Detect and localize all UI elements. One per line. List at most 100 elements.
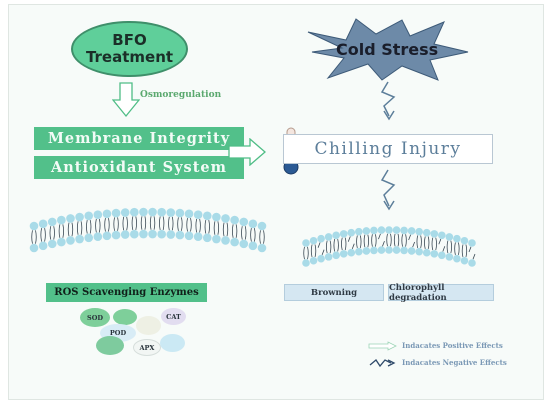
phospholipid [257,221,267,253]
phospholipid [422,228,431,257]
lipid-head [302,259,310,267]
lipid-head [377,226,386,234]
cold-stress-starburst-icon [307,18,469,81]
lipid-head [47,239,57,249]
lipid-head [175,208,185,218]
lipid-head [392,226,401,234]
damaged-membrane-icon [302,226,476,267]
phospholipid [111,208,121,240]
chlorophyll-degradation-box: Chlorophyll degradation [388,283,494,303]
lipid-head [324,233,333,241]
lipid-head [302,239,310,247]
enzyme-label: APX [139,343,155,352]
lipid-head [438,251,446,260]
lipid-head [422,228,431,237]
chilling-injury-box: Chilling Injury [283,134,493,164]
phospholipid [385,226,393,254]
cold-stress-label: Cold Stress [336,40,439,59]
enzyme-apx: APX [133,339,161,356]
phospholipid [309,236,318,265]
enzyme-label: POD [109,329,127,337]
legend-positive-label: Indacates Positive Effects [402,341,503,350]
lipid-head [184,209,194,219]
phospholipid [47,217,57,249]
hollow-right-arrow-icon [228,138,266,166]
lipid-head [324,253,333,261]
lipid-head [385,226,393,234]
enzyme-sod: SOD [80,308,110,327]
lipid-head [157,229,166,239]
lipid-head [47,217,57,227]
phospholipid [430,230,439,258]
lipid-head [460,256,469,265]
osmoregulation-label: Osmoregulation [140,90,222,100]
phospholipid [377,226,386,254]
antioxidant-system-bar: Antioxidant System [34,156,244,179]
lipid-head [468,259,476,267]
hollow-down-arrow-icon [112,82,140,118]
phospholipid [38,219,48,251]
lipid-head [422,248,431,257]
phospholipid [317,234,325,263]
phospholipid [468,239,476,267]
phospholipid [460,236,469,265]
lipid-head [415,227,423,236]
lipid-head [309,236,318,245]
lipid-head [84,233,94,243]
lipid-head [130,207,139,217]
phospholipid [355,227,363,256]
lipid-head [139,207,148,217]
phospholipid [392,226,401,254]
lipid-head [166,208,176,217]
lipid-head [347,228,356,237]
lipid-head [445,233,454,241]
lipid-head [430,250,439,258]
lipid-head [370,246,378,255]
phospholipid [148,207,157,239]
lipid-head [257,221,267,231]
lipid-head [407,247,416,255]
lipid-head [230,237,239,247]
lipid-head [102,209,112,219]
phospholipid [400,226,408,255]
phospholipid [120,208,130,239]
lipid-head [111,230,121,240]
lipid-head [339,250,348,258]
phospholipid [230,215,239,247]
phospholipid [193,210,203,242]
enzyme-blob [113,309,137,325]
phospholipid [29,221,39,253]
phospholipid [130,207,139,239]
lipid-head [392,246,401,254]
phospholipid [57,215,66,247]
phospholipid [339,230,348,258]
zigzag-down-arrow-icon [380,81,396,121]
lipid-head [332,251,340,260]
lipid-head [111,208,121,218]
legend-negative-label: Indacates Negative Effects [402,358,507,367]
lipid-head [355,227,363,236]
lipid-head [400,226,408,235]
phospholipid [221,214,230,245]
lipid-head [130,229,139,239]
lipid-head [175,230,185,240]
phospholipid [415,227,423,256]
phospholipid [332,231,340,260]
phospholipid [362,227,371,255]
enzyme-blob [96,336,124,355]
enzyme-label: CAT [166,312,181,321]
ros-scavenging-enzymes-bar: ROS Scavenging Enzymes [46,283,207,302]
lipid-head [148,207,157,217]
lipid-head [29,243,39,253]
positive-arrow-icon [368,341,397,351]
negative-zigzag-icon [369,359,396,368]
phospholipid [66,214,75,245]
lipid-head [248,241,258,251]
lipid-head [202,233,212,243]
lipid-head [93,232,103,242]
phospholipid [212,212,221,244]
lipid-head [93,210,103,220]
browning-box: Browning [284,284,384,301]
lipid-head [102,231,112,241]
lipid-head [120,230,130,239]
